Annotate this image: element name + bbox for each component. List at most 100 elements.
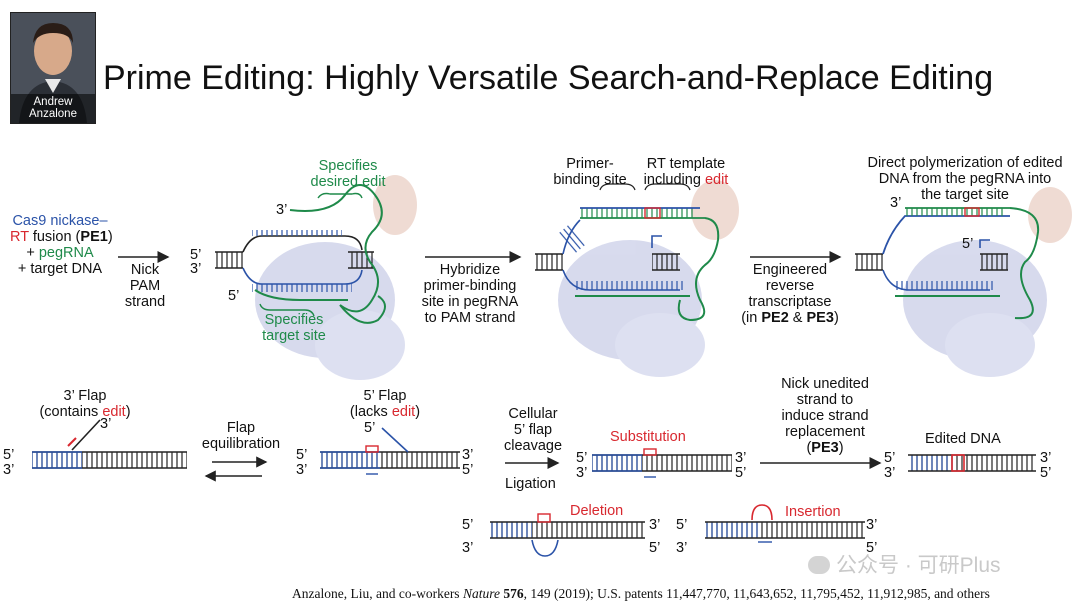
nick-unedited-line-2: strand to [796,392,854,408]
flap3-label: 3’ Flap (contains edit) [30,388,140,420]
engineered-line-1: Engineered [752,262,828,278]
specifies-target-line-1: Specifies [264,312,324,328]
engineered-line-3: transcriptase [748,294,832,310]
specifies-edit-line-1: Specifies [318,158,378,174]
end-5-edited-top: 5’ [884,450,896,466]
citation-journal: Nature [462,586,500,601]
watermark-text: 公众号 · 可研Plus [836,554,1001,577]
end-5-ins-top: 5’ [676,517,688,533]
target-dna-label: + target DNA [17,261,103,277]
end-3-flap5-bottom: 3’ [296,462,308,478]
hybridize-line-3: site in pegRNA [421,294,519,310]
pe3-text: PE3 [806,310,834,326]
end-3-sub-top-right: 3’ [735,450,747,466]
citation-authors: Anzalone, Liu, and co-workers [292,586,463,601]
end-3-flap3: 3’ [100,416,112,432]
flap5-lacks: (lacks edit) [345,404,425,420]
direct-poly-line-2: DNA from the pegRNA into [878,171,1052,187]
nick-unedited-label: Nick unedited strand to induce strand re… [770,376,880,456]
watermark: 公众号 · 可研Plus [808,549,1001,579]
rt-text: RT [10,229,29,245]
including-text: including [643,172,705,188]
end-5-flap5: 5’ [364,420,376,436]
flap3-title: 3’ Flap [63,388,107,404]
pe1-text: PE1 [80,229,108,245]
ligation-label: Ligation [505,476,556,492]
end-3-del-bottom: 3’ [462,540,474,556]
end-5-flap5-top: 5’ [296,447,308,463]
cellular-line-1: Cellular [508,406,558,422]
nick-line-1: Nick [130,262,160,278]
end-5-stage1-bottom: 5’ [228,288,240,304]
dna-3-flap [32,419,187,469]
nick-unedited-line-1: Nick unedited [781,376,869,392]
deletion-label: Deletion [570,503,624,519]
hybridize-line-4: to PAM strand [424,310,516,326]
contains-open: (contains [39,404,103,420]
pe3-bottom-text: PE3 [811,440,839,456]
nick-unedited-line-5: (PE3) [770,440,880,456]
end-3-edited-bottom: 3’ [884,465,896,481]
dna-insertion [705,504,865,543]
pe3-close: ) [838,440,844,456]
dna-stage-2 [535,183,720,322]
hybridize-line-2: primer-binding [423,278,517,294]
citation-rest: , 149 (2019); U.S. patents 11,447,770, 1… [523,586,990,601]
end-5-stage3: 5’ [962,236,974,252]
rt-template-label: RT template including edit [640,156,732,188]
end-5-stage1-top: 5’ [190,247,202,263]
pegrna-text: pegRNA [38,245,94,261]
direct-poly-line-3: the target site [921,187,1009,203]
pegrna-label: + pegRNA [10,245,110,261]
dna-stage-3 [855,207,1040,320]
cellular-line-3: cleavage [503,438,563,454]
nick-unedited-line-4: replacement [785,424,865,440]
end-5-sub-bottom-right: 5’ [735,465,747,481]
flap5-title: 5’ Flap [363,388,407,404]
flap-eq-line-1: Flap [226,420,256,436]
presenter-photo: Andrew Anzalone [10,12,96,124]
presenter-caption: Andrew Anzalone [11,94,95,123]
rt-template-line-2: including edit [640,172,732,188]
engineered-line-4: (in PE2 & PE3) [740,310,840,326]
rt-template-line-1: RT template [646,156,726,172]
end-5-edited-bottom-right: 5’ [1040,465,1052,481]
end-5-sub-top: 5’ [576,450,588,466]
primer-binding-line-2: binding site [553,172,627,188]
specifies-target-label: Specifies target site [246,312,342,344]
insertion-label: Insertion [785,504,841,520]
direct-polymerization-label: Direct polymerization of edited DNA from… [855,155,1075,203]
dna-5-flap [320,427,460,475]
nick-unedited-line-3: induce strand [781,408,869,424]
pe-amp: & [788,310,807,326]
presenter-first-name: Andrew [33,96,73,108]
specifies-edit-label: Specifies desired edit [298,158,398,190]
end-3-stage1-top: 3’ [190,261,202,277]
contains-close: ) [125,404,131,420]
inputs-label: Cas9 nickase– RT fusion (PE1) + pegRNA +… [10,213,113,277]
end-3-edited-top-right: 3’ [1040,450,1052,466]
pe-close: ) [833,310,839,326]
specifies-target-line-2: target site [262,328,326,344]
dna-substitution [592,448,732,478]
flap-eq-line-2: equilibration [201,436,281,452]
arrow-flap-equilibration [204,456,268,482]
wechat-icon [808,556,830,574]
cas9-protein-1 [255,175,417,380]
end-3-stage3: 3’ [890,195,902,211]
cas9-label: Cas9 nickase– [12,213,108,229]
primer-binding-label: Primer- binding site [552,156,628,188]
specifies-edit-line-2: desired edit [310,174,386,190]
end-3-ins-bottom: 3’ [676,540,688,556]
citation: Anzalone, Liu, and co-workers Nature 576… [292,586,990,602]
edit-text-flap5: edit [391,404,416,420]
engineered-rt-label: Engineered reverse transcriptase (in PE2… [740,262,840,326]
rt-fusion-label: RT fusion (PE1) [10,229,113,245]
lacks-close: ) [415,404,421,420]
citation-volume: 576 [503,586,524,601]
dna-edited [908,454,1036,472]
end-3-sub-bottom: 3’ [576,465,588,481]
end-3-stage1: 3’ [276,202,288,218]
end-5-del-bottom-right: 5’ [649,540,661,556]
nick-pam-label: Nick PAM strand [120,262,170,310]
